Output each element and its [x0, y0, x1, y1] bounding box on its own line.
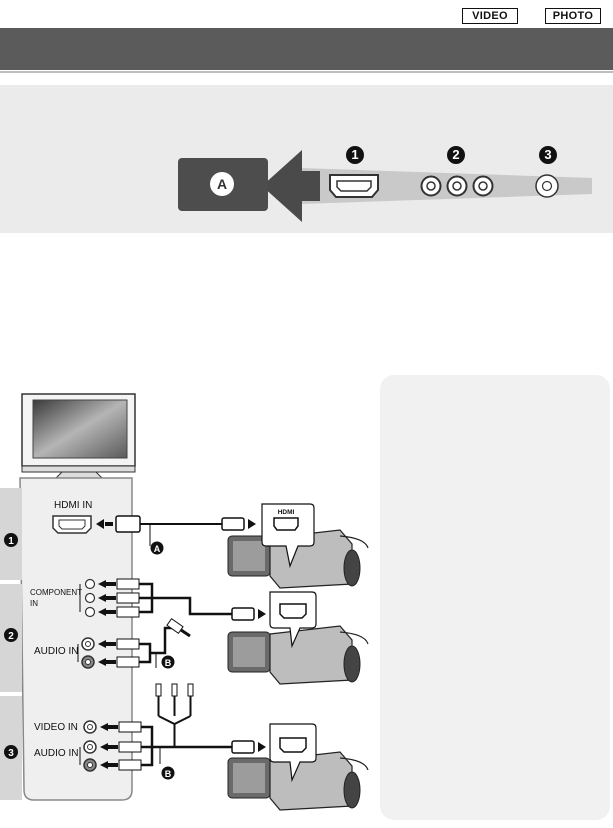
arrow-left-icon — [96, 519, 104, 529]
audio-in-jacks-icon — [81, 637, 95, 669]
connector-illustration: A — [178, 150, 592, 222]
cable-label-b-1: B — [165, 658, 172, 668]
audio-cable — [139, 626, 178, 664]
component-in-label-line1: COMPONENT — [30, 588, 82, 597]
tv-hdmi-port-icon — [52, 515, 92, 534]
video-jack-icon — [535, 174, 559, 198]
av-plug-icon — [231, 740, 255, 754]
number-2-badge: 2 — [447, 146, 465, 164]
hdmi-plug-icon — [115, 515, 141, 533]
section-number-2: 2 — [8, 631, 14, 642]
camcorder-2-illustration — [227, 625, 369, 685]
number-1-badge: 1 — [346, 146, 364, 164]
cable-label-b-2: B — [165, 769, 172, 779]
section-number-1: 1 — [8, 536, 14, 547]
audio-in-label-2: AUDIO IN — [34, 748, 78, 759]
arrow-left-icon — [262, 150, 320, 222]
audio-plug-icon — [166, 618, 184, 634]
tv-terminal-panel — [19, 477, 133, 801]
section-number-3: 3 — [8, 748, 14, 759]
connector-panel — [0, 85, 613, 233]
unused-plugs-icon — [155, 683, 194, 747]
audio-in-label-1: AUDIO IN — [34, 646, 78, 657]
video-in-label: VIDEO IN — [34, 722, 78, 733]
arrow-right-icon — [258, 609, 266, 619]
av-plug-icon — [231, 607, 255, 621]
component-cable — [139, 582, 232, 616]
component-jacks-icon — [420, 175, 494, 197]
component-in-jacks-icon — [84, 578, 96, 618]
hdmi-in-label: HDMI IN — [54, 500, 92, 511]
av-cable — [141, 725, 232, 767]
arrow-right-icon — [258, 742, 266, 752]
video-mode-badge: VIDEO — [462, 8, 518, 24]
section-title-band — [0, 28, 613, 70]
arrow-right-icon — [248, 519, 256, 529]
cable-label-a: A — [154, 544, 161, 554]
camera-hdmi-callout: HDMI — [261, 503, 315, 569]
connection-diagram: 1 2 3 HDMI IN A HDMI COMPONENT IN AUDIO … — [0, 393, 369, 811]
mini-hdmi-plug-icon — [221, 517, 245, 531]
hdmi-port-icon — [329, 174, 379, 198]
label-a-circle — [210, 172, 234, 196]
notes-box — [380, 375, 610, 820]
camera-av-callout-3 — [269, 723, 317, 783]
tv-illustration — [21, 393, 136, 479]
label-a-text: A — [217, 176, 227, 192]
camera-hdmi-label: HDMI — [278, 509, 295, 516]
camcorder-3-illustration — [227, 751, 369, 811]
title-divider — [0, 71, 613, 73]
number-3-badge: 3 — [539, 146, 557, 164]
photo-mode-badge: PHOTO — [545, 8, 601, 24]
component-in-label-line2: IN — [30, 599, 38, 608]
video-audio-in-jacks-icon — [83, 720, 97, 772]
camera-av-callout — [269, 591, 317, 649]
